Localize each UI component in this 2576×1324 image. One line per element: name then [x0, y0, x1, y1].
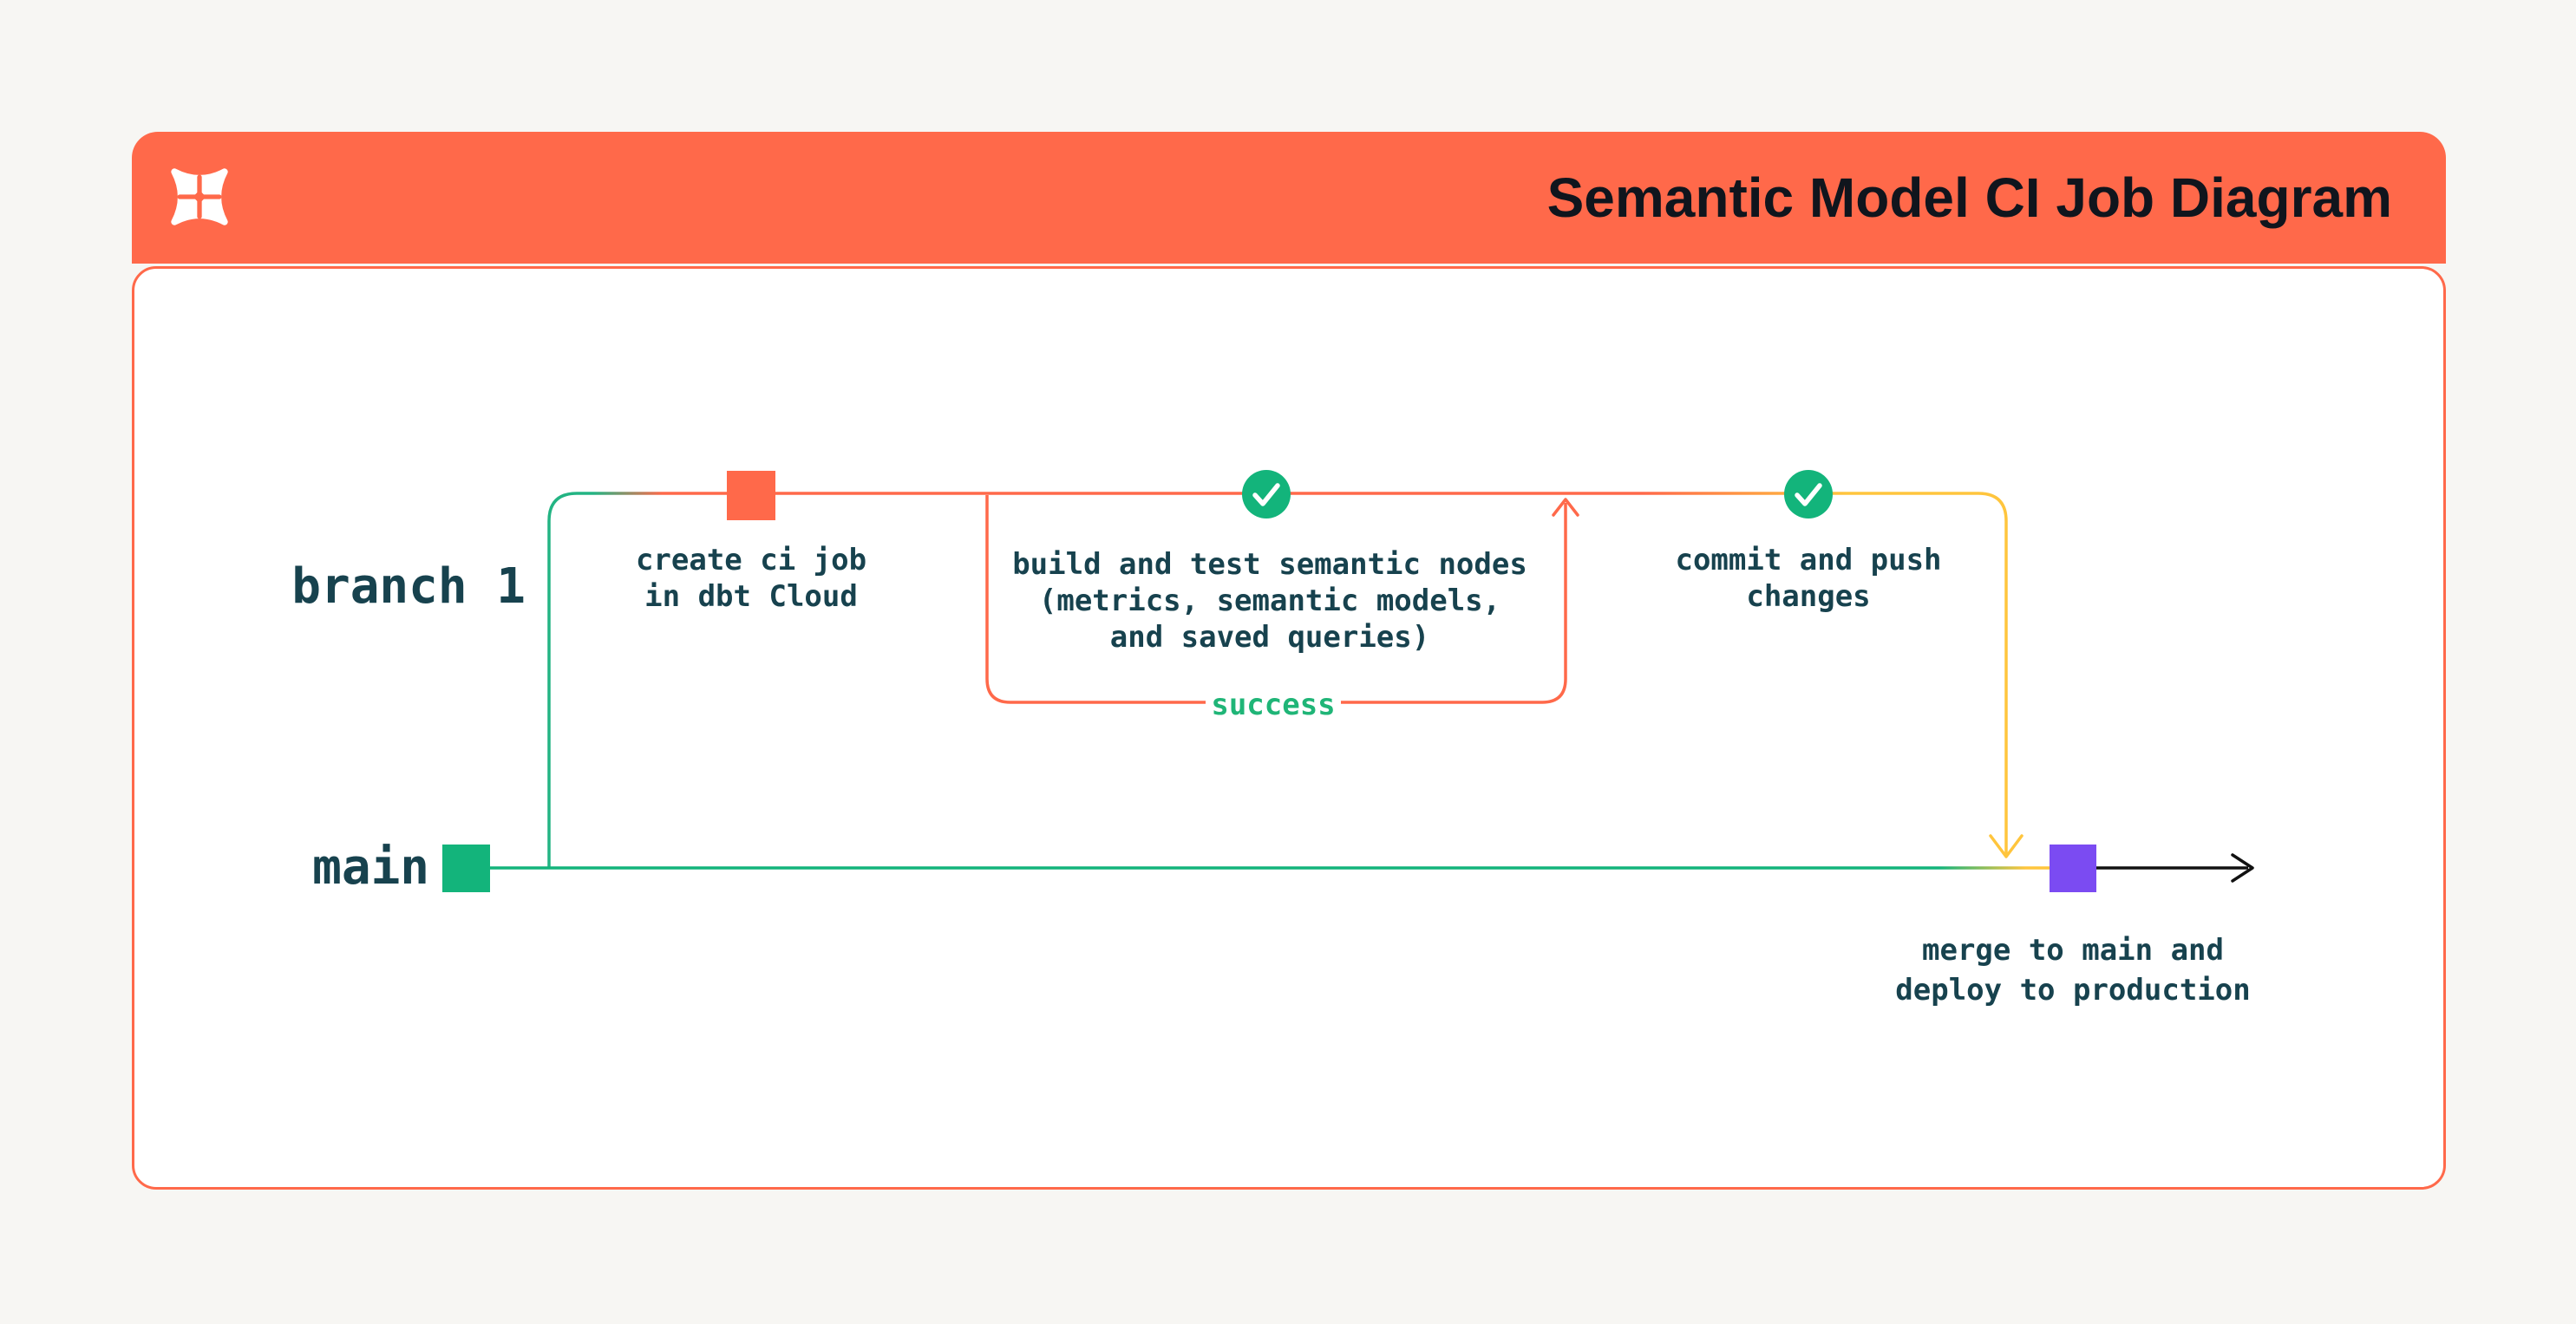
success-loop-right — [1341, 503, 1567, 704]
merge-deploy-line2: deploy to production — [1895, 973, 2251, 1008]
build-test-line3: and saved queries) — [1109, 620, 1430, 655]
success-loop-left — [985, 495, 1206, 704]
create-ci-job-commit-node — [727, 471, 775, 520]
create-ci-job-line2: in dbt Cloud — [644, 579, 858, 614]
commit-push-line1: commit and push — [1675, 543, 1942, 577]
check-icon — [1242, 470, 1291, 519]
build-test-line1: build and test semantic nodes — [1012, 547, 1527, 582]
card-header: Semantic Model CI Job Diagram — [132, 132, 2446, 264]
main-start-commit-node — [442, 845, 490, 892]
build-test-line2: (metrics, semantic models, — [1038, 584, 1501, 618]
create-ci-job-line1: create ci job — [635, 543, 867, 577]
commit-push-line2: changes — [1746, 579, 1871, 614]
success-arrowhead-icon — [1552, 498, 1579, 517]
check-icon — [1784, 470, 1833, 519]
commit-push-label: commit and push changes — [1675, 542, 1941, 615]
dbt-logo-icon — [171, 168, 228, 225]
merge-arrowhead-icon — [1989, 834, 2024, 858]
main-arrowhead-icon — [2231, 853, 2254, 883]
merge-commit-node — [2050, 845, 2096, 892]
branch-lane-label: branch 1 — [291, 558, 526, 615]
merge-deploy-label: merge to main and deploy to production — [1895, 930, 2250, 1010]
create-ci-job-label: create ci job in dbt Cloud — [636, 542, 866, 615]
merge-deploy-line1: merge to main and — [1922, 933, 2224, 968]
success-label: success — [1211, 688, 1336, 722]
main-lane-label: main — [312, 839, 429, 896]
page-title: Semantic Model CI Job Diagram — [1546, 166, 2392, 229]
build-test-label: build and test semantic nodes (metrics, … — [1012, 546, 1527, 655]
card-body — [132, 266, 2446, 1190]
